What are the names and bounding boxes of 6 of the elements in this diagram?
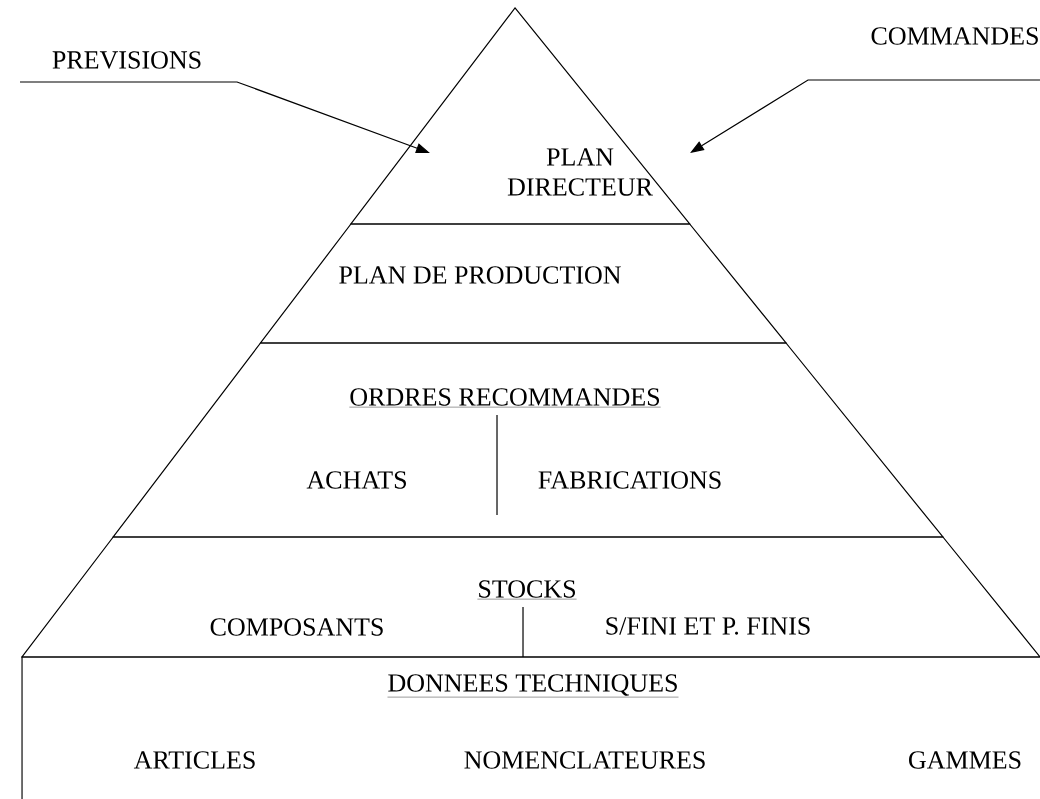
arrow [690,79,1040,153]
data-box: DONNEES TECHNIQUES ARTICLES NOMENCLATEURES GAMMES [21,656,1040,799]
source-label: COMMANDES [871,27,1038,45]
pyramid-band: PLAN DE PRODUCTION [259,223,788,344]
pyramid-band: ORDRES RECOMMANDES ACHATS FABRICATIONS [112,342,945,538]
source-label: PREVISIONS [52,51,201,69]
